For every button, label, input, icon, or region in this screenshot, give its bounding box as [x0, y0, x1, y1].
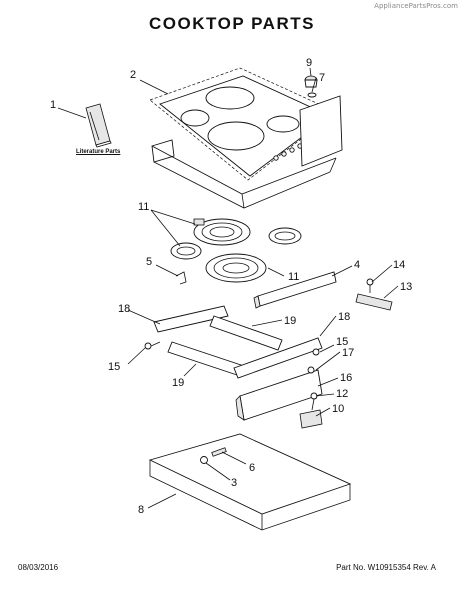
burner-ring-front [207, 121, 265, 151]
control-dot [289, 147, 295, 153]
callout-5: 5 [146, 256, 152, 268]
control-dot [281, 151, 287, 157]
burner-ring-left [180, 109, 210, 127]
literature-parts-label[interactable]: Literature Parts [76, 149, 121, 155]
callout-13: 13 [400, 281, 412, 293]
literature-booklet[interactable] [85, 103, 112, 148]
knob-spring[interactable] [307, 92, 317, 98]
callout-18b: 18 [338, 311, 350, 323]
element-clip[interactable] [175, 271, 187, 285]
bracket-part-4[interactable] [253, 271, 337, 309]
grommet[interactable] [200, 456, 208, 464]
terminal-screw[interactable] [366, 278, 374, 293]
support-rail-left[interactable] [153, 305, 283, 351]
callout-19a: 19 [284, 315, 296, 327]
burner-ring-right [266, 115, 300, 133]
radiant-element-large-rear[interactable] [193, 218, 251, 246]
radiant-element-small-right[interactable] [268, 227, 302, 245]
callout-10: 10 [332, 403, 344, 415]
footer-date: 08/03/2016 [18, 563, 59, 572]
screw-right[interactable] [312, 348, 320, 356]
cooktop-frame [151, 95, 343, 209]
watermark: AppliancePartsPros.com [374, 2, 458, 10]
callout-2: 2 [130, 69, 136, 81]
terminal-strip[interactable] [211, 447, 227, 457]
callout-7: 7 [319, 72, 325, 84]
callout-11b: 11 [288, 271, 299, 283]
terminal-block[interactable] [355, 293, 393, 311]
support-rail-front[interactable] [167, 337, 323, 379]
callout-8: 8 [138, 504, 144, 516]
radiant-element-large-front[interactable] [205, 253, 267, 283]
callout-3: 3 [231, 477, 237, 489]
bottom-box[interactable] [148, 433, 352, 531]
callout-1: 1 [50, 99, 56, 111]
callout-14: 14 [393, 259, 405, 271]
control-dot [273, 155, 279, 161]
callout-18a: 18 [118, 303, 130, 315]
callout-15b: 15 [336, 336, 348, 348]
burner-ring-rear-left [205, 86, 255, 110]
page-title: COOKTOP PARTS [149, 14, 315, 33]
callout-6: 6 [249, 462, 255, 474]
callout-4: 4 [354, 259, 360, 271]
callout-11a: 11 [138, 201, 149, 213]
callout-17: 17 [342, 347, 354, 359]
switch-screw[interactable] [310, 392, 318, 411]
callout-15a: 15 [108, 361, 120, 373]
bracket-nut[interactable] [307, 366, 315, 374]
footer-part-number: Part No. W10915354 Rev. A [336, 563, 436, 572]
callout-16: 16 [340, 372, 352, 384]
switch[interactable] [299, 409, 323, 429]
control-bracket[interactable] [235, 369, 323, 421]
leader-lines [57, 67, 399, 509]
screw-left[interactable] [144, 341, 161, 350]
callout-9: 9 [306, 57, 312, 69]
callout-19b: 19 [172, 377, 184, 389]
callout-12: 12 [336, 388, 348, 400]
radiant-element-small-left[interactable] [170, 242, 202, 260]
